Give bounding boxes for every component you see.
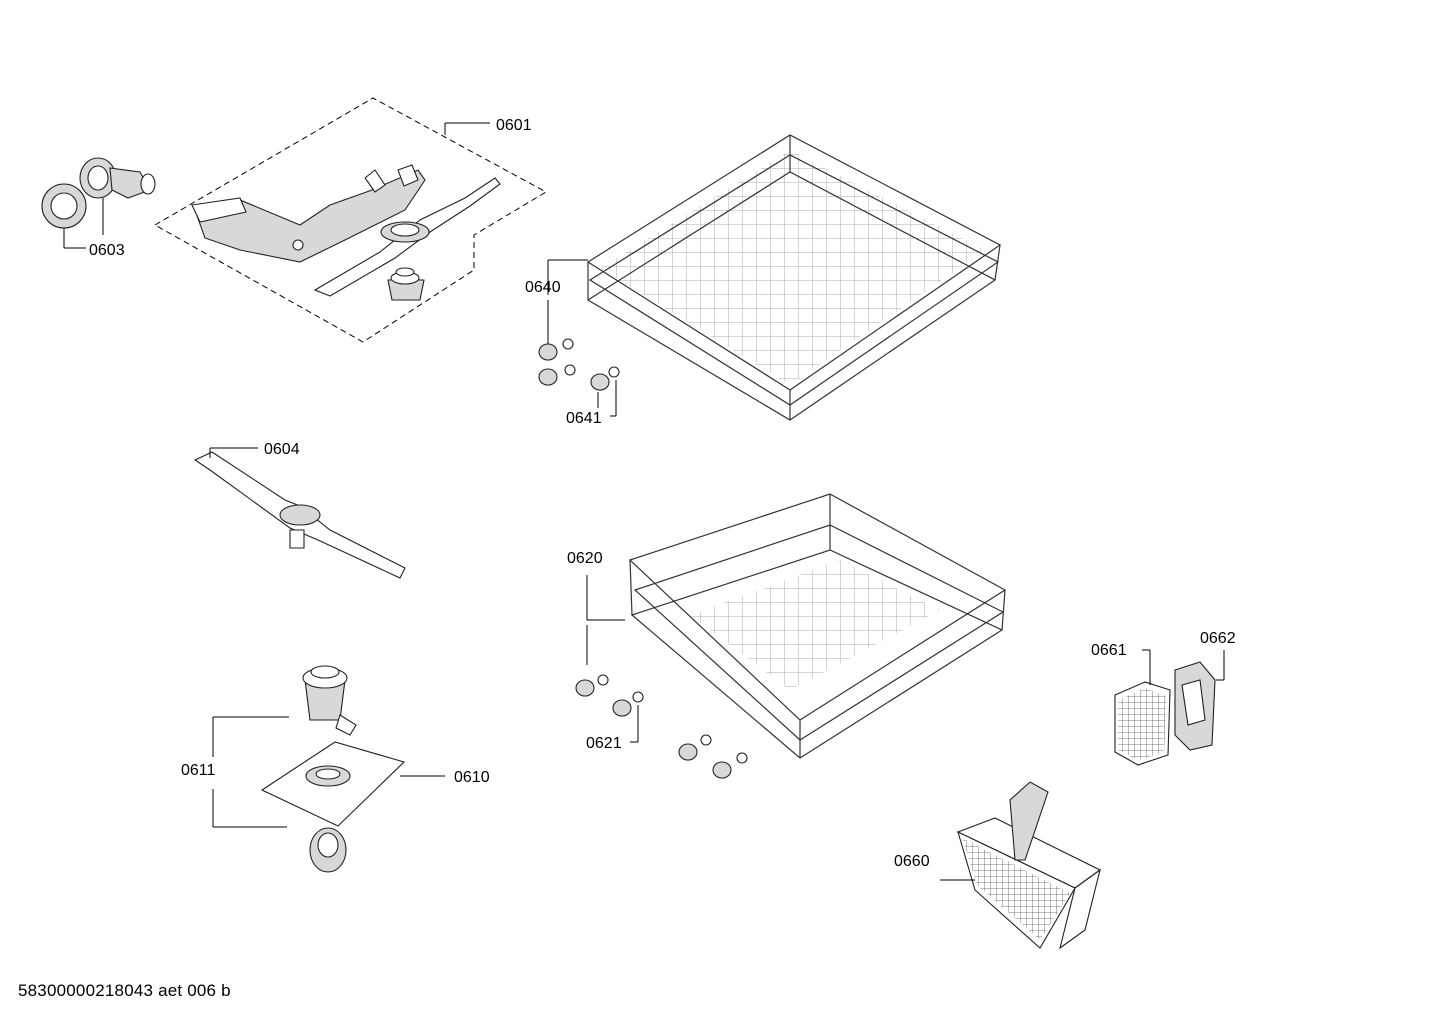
document-code: 58300000218043 aet 006 b (18, 981, 231, 1000)
label-0621: 0621 (586, 735, 622, 752)
label-0620: 0620 (567, 550, 603, 567)
elbow-connector-part (41, 157, 156, 249)
spray-arm-assembly-group (153, 97, 548, 343)
label-0660: 0660 (894, 853, 930, 870)
label-0662: 0662 (1200, 630, 1236, 647)
label-0640: 0640 (525, 279, 561, 296)
holder-clip-part (1174, 650, 1225, 751)
cutlery-insert-part (1114, 649, 1171, 766)
cutlery-basket-part (940, 781, 1102, 950)
label-0610: 0610 (454, 769, 490, 786)
upper-spray-arm-part (193, 447, 406, 579)
label-0611: 0611 (181, 762, 216, 779)
lower-basket-part (586, 493, 1007, 759)
upper-basket-part (547, 134, 1002, 421)
label-0661: 0661 (1091, 642, 1127, 659)
lower-basket-rollers-part (575, 674, 748, 779)
label-0601: 0601 (496, 117, 532, 134)
label-0603: 0603 (89, 242, 125, 259)
label-0641: 0641 (566, 410, 602, 427)
filter-assembly-part (212, 665, 445, 873)
label-0604: 0604 (264, 441, 300, 458)
upper-basket-rollers-part (538, 338, 620, 417)
